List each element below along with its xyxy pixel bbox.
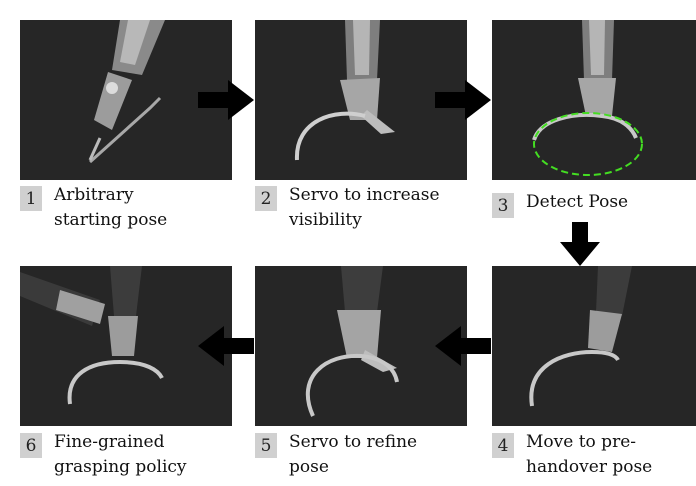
arrow-right-2-to-3 [435,80,491,120]
step-6-caption: 6 Fine-grained grasping policy [20,430,187,480]
step-1-image [20,20,232,180]
step-5-caption: 5 Servo to refine pose [255,430,417,480]
caption-line-1: Arbitrary [54,185,134,205]
caption-line-2: starting pose [54,210,168,230]
caption-line-2: grasping policy [54,457,187,477]
step-6-image [20,266,232,426]
step-2-caption: 2 Servo to increase visibility [255,183,440,233]
step-number-badge: 6 [20,433,42,458]
caption-line-1: Move to pre- [526,432,636,452]
step-1-caption: 1 Arbitrary starting pose [20,183,167,233]
step-number-badge: 2 [255,186,277,211]
step-5-image [255,266,467,426]
caption-line-1: Fine-grained [54,432,165,452]
caption-line-1: Servo to refine [289,432,418,452]
step-number-badge: 1 [20,186,42,211]
step-4-caption: 4 Move to pre- handover pose [492,430,652,480]
step-3-image [492,20,696,180]
step-number-badge: 3 [492,193,514,218]
step-2-image [255,20,467,180]
caption-line-2: pose [289,457,329,477]
arrow-left-4-to-5 [435,326,491,366]
caption-line-2: handover pose [526,457,653,477]
step-number-badge: 5 [255,433,277,458]
arrow-left-5-to-6 [198,326,254,366]
step-4-image [492,266,696,426]
caption-line-1: Servo to increase [289,185,440,205]
arrow-down-3-to-4 [560,222,600,266]
step-3-caption: 3 Detect Pose [492,190,628,218]
step-number-badge: 4 [492,433,514,458]
caption-line-2: visibility [289,210,362,230]
arrow-right-1-to-2 [198,80,254,120]
caption-line-1: Detect Pose [526,192,629,212]
